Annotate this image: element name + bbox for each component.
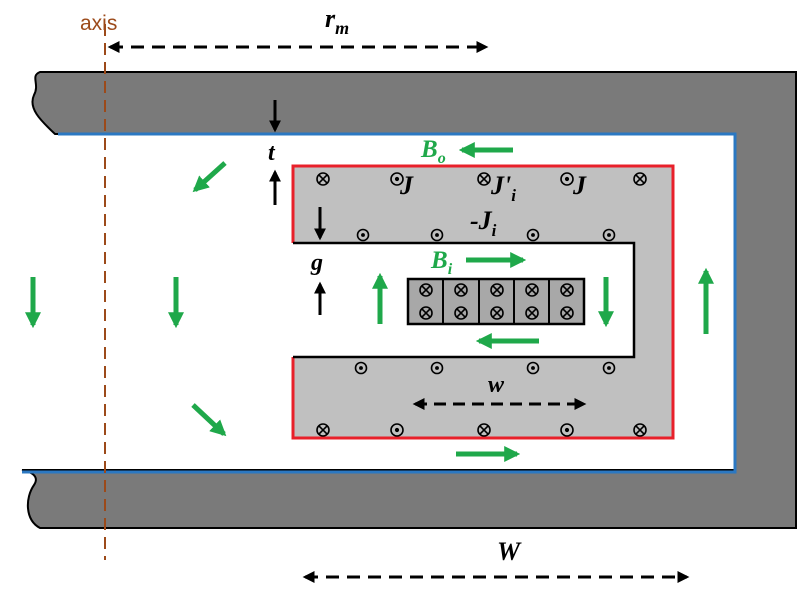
current-in-symbol [477,423,491,437]
current-in-symbol [490,306,504,320]
current-in-symbol [633,423,647,437]
current-out-symbol [390,423,404,437]
current-in-symbol [419,306,433,320]
W-label: W [497,537,522,566]
Bi-label: Bi [430,247,453,278]
current-out-symbol [526,361,540,375]
current-out-symbol [356,228,370,242]
current-out-symbol [430,228,444,242]
current-out-symbol [560,423,574,437]
current-out-symbol [390,172,404,186]
field-arrow-diag-top [192,161,227,193]
Jprime-label: J'i [490,171,516,205]
outer-yoke [21,71,797,529]
current-out-symbol [560,172,574,186]
current-in-symbol [454,306,468,320]
current-in-symbol [560,283,574,297]
current-out-symbol [602,361,616,375]
current-in-symbol [316,423,330,437]
current-in-symbol [316,172,330,186]
inner-boundary [293,241,636,359]
current-in-symbol [633,172,647,186]
axis-label: axis [80,12,117,35]
current-out-symbol [430,361,444,375]
current-marks [316,172,647,437]
red-boundary [291,164,675,440]
Bo-label: Bo [420,136,446,167]
rm-label: rm [325,4,349,38]
J-right-label: J [572,171,587,200]
current-in-symbol [525,306,539,320]
shield-body [293,166,673,438]
g-label: g [310,250,323,276]
coil-block [406,277,586,326]
field-arrows [24,141,715,463]
current-in-symbol [477,172,491,186]
t-label: t [268,140,276,166]
current-out-symbol [354,361,368,375]
w-label: w [488,372,505,398]
negJ-label: -Ji [470,206,497,240]
coil-current-marks [419,283,574,320]
current-out-symbol [526,228,540,242]
current-in-symbol [419,283,433,297]
current-in-symbol [490,283,504,297]
current-in-symbol [560,306,574,320]
J-left-label: J [399,171,414,200]
current-out-symbol [602,228,616,242]
current-in-symbol [454,283,468,297]
field-arrow-diag-bottom [191,403,227,437]
blue-boundary [22,132,737,474]
current-in-symbol [525,283,539,297]
